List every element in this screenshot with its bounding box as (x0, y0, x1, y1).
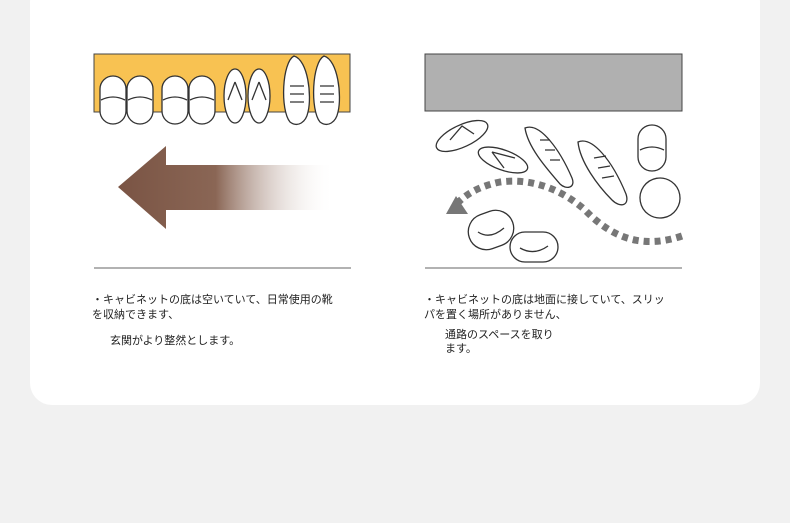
stored-shoes (99, 55, 341, 126)
right-caption-line2: パを置く場所がありません、 (424, 308, 567, 321)
left-illustration (93, 53, 351, 269)
scattered-shoes (435, 119, 681, 263)
path-arrowhead-icon (446, 196, 468, 214)
obstructed-path-line (452, 177, 684, 246)
left-caption-line3: 玄関がより整然とします。 (110, 334, 241, 347)
right-illustration (424, 53, 684, 269)
left-caption-line1: ・キャビネットの底は空いていて、日常使用の靴 (92, 293, 333, 306)
grounded-cabinet (424, 53, 683, 112)
left-caption-line2: を収納できます、 (92, 308, 180, 321)
right-caption-line3: 通路のスペースを取り (445, 328, 554, 341)
right-caption-line1: ・キャビネットの底は地面に接していて、スリッ (424, 293, 665, 306)
left-arrow-icon (118, 146, 335, 229)
right-caption-line4: ます。 (445, 342, 477, 355)
